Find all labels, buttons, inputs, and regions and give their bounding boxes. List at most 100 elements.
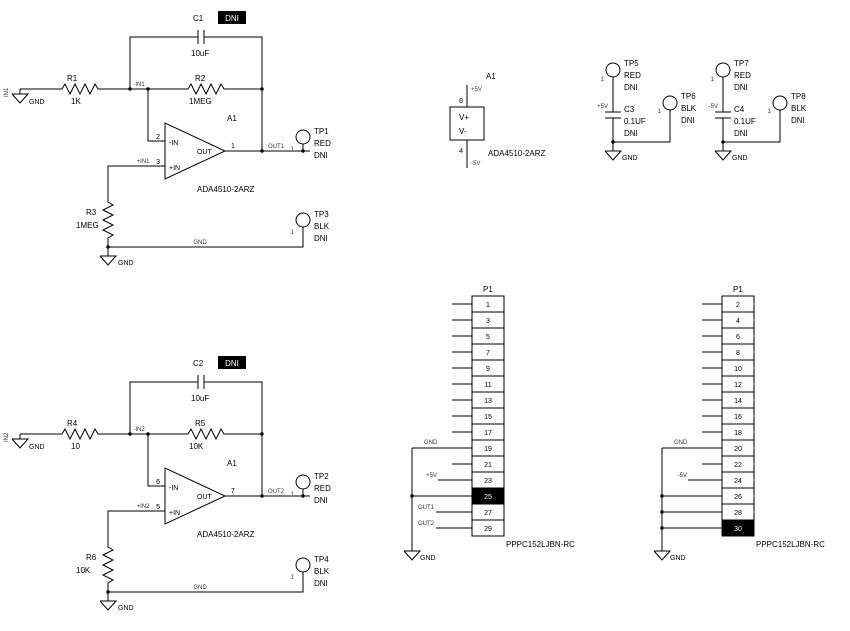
testpoint-tp7[interactable] [715,62,731,78]
cap-ref: C1 [193,14,204,23]
pin-number: 28 [734,510,742,517]
net-label-input: IN2 [4,432,10,442]
junction-dots [106,87,305,249]
gnd-label: GND [420,555,436,562]
tp-out-ref: TP2 [314,472,329,481]
pin-number: 18 [734,430,742,437]
tp-top-color: RED [734,71,751,80]
pin-number: 9 [486,366,490,373]
r-gnd-value: 10K [76,566,91,575]
pin-number: 16 [734,414,742,421]
tp-side-color: BLK [681,104,697,113]
decoup1-wires [612,77,671,146]
tp-gnd-color: BLK [314,567,330,576]
net-label-gnd: GND [674,440,688,446]
net-label-vplus: +5V [471,87,482,93]
gnd-symbol [99,250,117,266]
pin-number: 26 [734,494,742,501]
net-label: +5V [597,104,608,110]
testpoint-tp6[interactable] [662,95,678,111]
resistor-r3[interactable] [102,196,114,244]
pin-number: 25 [484,494,492,501]
gnd-symbol [99,595,117,611]
capacitor-c3[interactable] [604,111,622,119]
tp-top-dni: DNI [734,83,748,92]
opamp-ref: A1 [227,114,237,123]
tp-top-dni: DNI [624,83,638,92]
connector-part: PPPC152LJBN-RC [756,540,825,549]
cap-dni-label: DNI [225,359,239,368]
tp-out-color: RED [314,139,331,148]
dni-highlight-box[interactable] [218,356,246,369]
resistor-r5[interactable] [182,428,230,440]
testpoint-tp3[interactable] [295,212,311,228]
resistor-r4[interactable] [56,428,104,440]
junction-dot [660,526,664,530]
resistor-r2[interactable] [182,83,230,95]
decoup2-wires [722,77,781,146]
r-gnd-ref: R6 [86,553,97,562]
pin-number: 7 [486,350,490,357]
junction-dot [410,494,414,498]
net-label-vminus: -5V [471,161,480,167]
capacitor-c2[interactable] [197,374,205,390]
testpoint-tp1[interactable] [295,129,311,145]
pin-number: 11 [484,382,491,389]
tp-side-dni: DNI [681,116,695,125]
testpoint-tp8[interactable] [772,95,788,111]
connector-pin-box[interactable] [471,519,505,537]
tp-gnd-ref: TP4 [314,555,329,564]
tp-gnd-ref: TP3 [314,210,329,219]
net-label: -5V [709,104,718,110]
r-in-ref: R4 [67,419,78,428]
power-ref: A1 [486,72,496,81]
tp-out-pin: 1 [291,147,295,153]
tp-top-ref: TP5 [624,59,639,68]
pin-non: 5 [156,504,160,511]
net-label-gnd: GND [424,440,438,446]
cap-ref: C2 [193,359,204,368]
cap-dni-label: DNI [225,14,239,23]
pin-number: 14 [734,398,742,405]
pin-out: 1 [231,143,235,150]
net-label-sig2: OUT2 [418,521,435,527]
resistor-r6[interactable] [102,541,114,589]
tp-out-dni: DNI [314,496,328,505]
tp-gnd-pin: 1 [291,230,295,236]
r-in-value: 10 [71,442,80,451]
power-body[interactable] [449,106,485,141]
r-fb-ref: R5 [195,419,206,428]
pin-number: 19 [484,446,492,453]
connector-pin-box[interactable] [721,519,755,537]
capacitor-c4[interactable] [714,111,732,119]
pin-number: 5 [486,334,490,341]
net-label-non: +IN1 [137,159,151,165]
lbl-out: OUT [197,494,213,501]
connector-ref: P1 [483,285,493,294]
tp-top-ref: TP7 [734,59,749,68]
pin-number: 17 [484,430,492,437]
testpoint-tp5[interactable] [605,62,621,78]
gnd-label: GND [118,260,134,267]
capacitor-c1[interactable] [197,29,205,45]
tp-side-pin: 1 [768,109,772,115]
net-label-sig1: OUT1 [418,505,435,511]
tp-out-pin: 1 [291,492,295,498]
tp-top-pin: 1 [711,77,715,83]
gnd-symbol [714,145,732,161]
testpoint-tp4[interactable] [295,557,311,573]
pin-number: 2 [736,302,740,309]
lbl-non: +IN [169,510,180,517]
opamp-part: ADA4510-2ARZ [197,530,254,539]
dni-highlight-box[interactable] [218,11,246,24]
testpoint-tp2[interactable] [295,474,311,490]
tp-top-color: RED [624,71,641,80]
resistor-r1[interactable] [56,83,104,95]
net-label-out: OUT1 [268,144,285,150]
decoupling-group-2: TP7 RED DNI 1 -5V C4 0.1UF DNI TP8 BLK D… [709,59,807,162]
tp-top-pin: 1 [601,77,605,83]
